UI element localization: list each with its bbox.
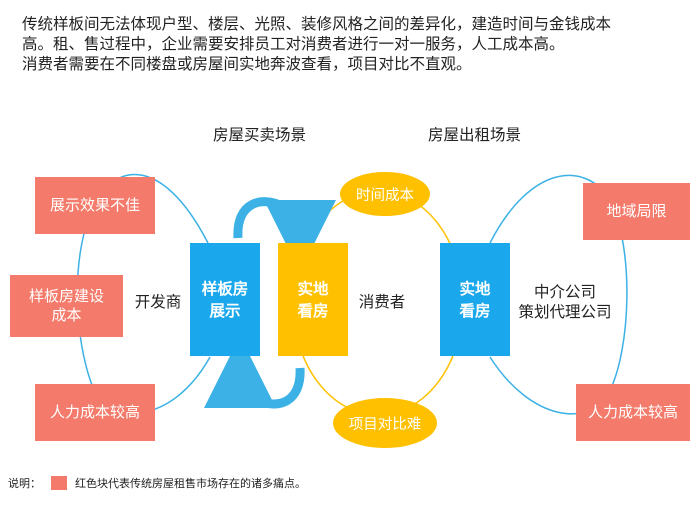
legend-note: 说明： 红色块代表传统房屋租售市场存在的诸多痛点。 (8, 475, 306, 491)
pain-point-swatch (51, 476, 67, 490)
note-text: 红色块代表传统房屋租售市场存在的诸多痛点。 (75, 477, 306, 490)
model-room-display-box: 样板房 展示 (190, 243, 260, 356)
actor-developer: 开发商 (134, 293, 182, 311)
right-blue-arc (489, 174, 628, 415)
intro-line-2: 高。租、售过程中，企业需要安排员工对消费者进行一对一服务，人工成本高。 (22, 35, 565, 53)
pain-point-region-limit: 地域局限 (583, 183, 690, 240)
intro-line-3: 消费者需要在不同楼盘或房屋间实地奔波查看，项目对比不直观。 (22, 55, 472, 73)
pain-point-model-room-cost: 样板房建设 成本 (10, 275, 123, 337)
actor-consumer: 消费者 (358, 293, 406, 311)
pain-point-labor-cost-left: 人力成本较高 (35, 384, 155, 441)
onsite-viewing-box-buy: 实地 看房 (278, 243, 348, 356)
intro-line-1: 传统样板间无法体现户型、楼层、光照、装修风格之间的差异化，建造时间与金钱成本 (22, 15, 612, 33)
note-label: 说明： (8, 477, 41, 490)
pain-point-labor-cost-right: 人力成本较高 (576, 384, 690, 441)
pain-point-display-effect: 展示效果不佳 (35, 177, 155, 234)
onsite-viewing-box-rent: 实地 看房 (440, 243, 510, 356)
top-curved-arrow (233, 197, 336, 272)
actor-agency: 中介公司 策划代理公司 (518, 283, 612, 321)
scene-title-buy-sell: 房屋买卖场景 (213, 126, 307, 144)
bottom-curved-arrow (204, 336, 305, 409)
pain-point-project-comparison: 项目对比难 (333, 398, 437, 448)
scene-title-rent: 房屋出租场景 (428, 126, 522, 144)
pain-point-time-cost: 时间成本 (340, 172, 430, 216)
intro-text: 传统样板间无法体现户型、楼层、光照、装修风格之间的差异化，建造时间与金钱成本 高… (22, 14, 692, 74)
